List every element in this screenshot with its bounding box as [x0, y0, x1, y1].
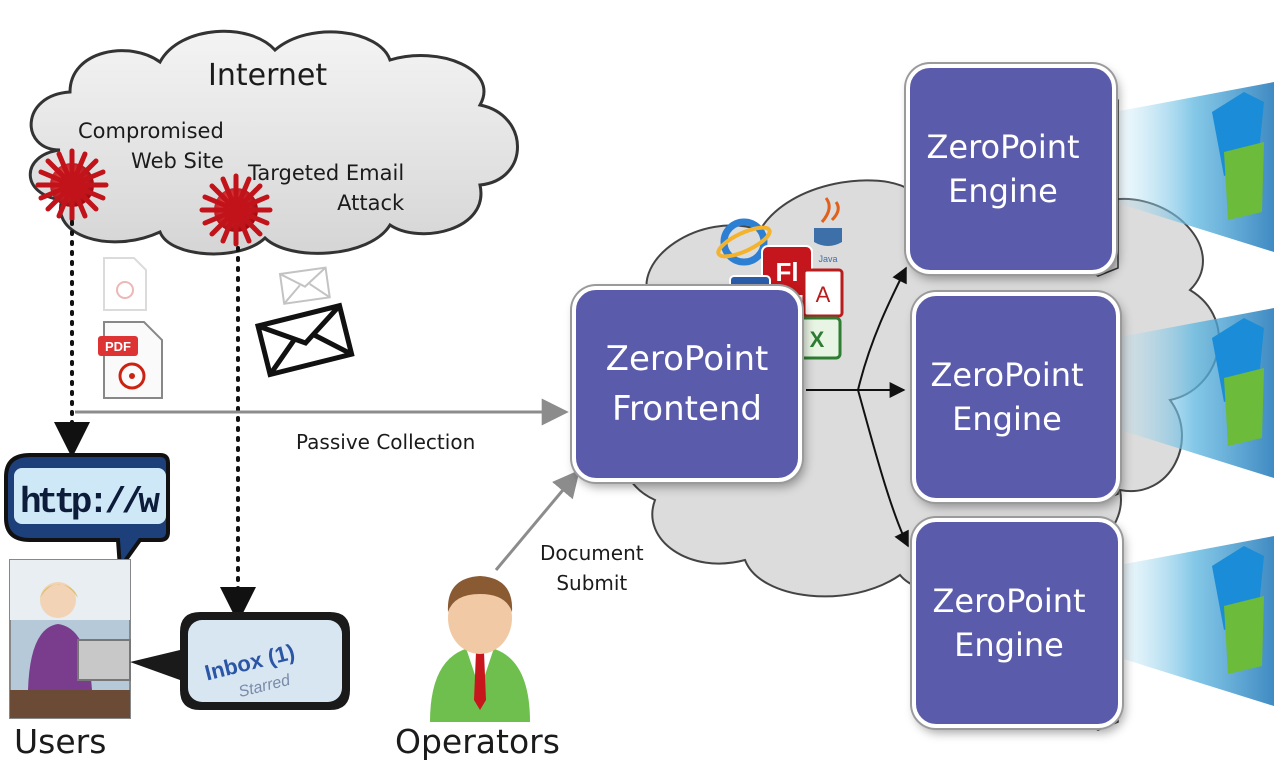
zeropoint-engine-box-3: ZeroPoint Engine — [912, 518, 1122, 728]
engine-3-line1: ZeroPoint — [932, 582, 1086, 620]
engine-fanout-arrows — [806, 266, 909, 548]
users-label: Users — [14, 722, 107, 761]
passive-collection-label: Passive Collection — [296, 430, 476, 454]
document-submit-arrow — [494, 469, 580, 571]
engine-2-line1: ZeroPoint — [930, 356, 1084, 394]
zeropoint-engine-box-2: ZeroPoint Engine — [912, 292, 1120, 502]
document-line1: Document — [540, 541, 644, 565]
engine-server-2 — [1083, 308, 1274, 503]
inbox-speech-bubble: Inbox (1) Starred — [130, 612, 350, 710]
acrobat-tile-text: A — [816, 282, 831, 307]
java-icon: Java — [814, 197, 842, 264]
targeted-line2: Attack — [337, 191, 405, 215]
envelope-icon — [254, 302, 355, 378]
targeted-line1: Targeted Email — [248, 161, 405, 185]
excel-icon: X — [792, 316, 842, 360]
engine-3-line2: Engine — [954, 626, 1064, 664]
engine-2-line2: Engine — [952, 400, 1062, 438]
internet-label: Internet — [208, 58, 328, 93]
url-bubble-text: http://w — [20, 482, 160, 523]
virus-icon-targeted-email — [199, 173, 273, 247]
flash-tile-text: Fl — [775, 257, 798, 287]
acrobat-icon: A — [802, 268, 844, 318]
document-icon-faded — [103, 257, 147, 311]
compromised-line2: Web Site — [131, 149, 224, 173]
operators-label: Operators — [395, 722, 560, 761]
frontend-line1: ZeroPoint — [605, 339, 769, 379]
user-photo — [9, 559, 131, 719]
engine-1-line2: Engine — [948, 172, 1058, 210]
frontend-line2: Frontend — [611, 389, 763, 429]
document-submit-label: Document Submit — [540, 538, 644, 598]
pdf-tag-text: PDF — [105, 339, 131, 354]
virus-icon-compromised-site — [35, 148, 109, 222]
url-speech-bubble: http://w — [3, 453, 170, 574]
internet-cloud — [28, 29, 519, 256]
engine-1-line1: ZeroPoint — [926, 128, 1080, 166]
pdf-biohazard-icon: PDF — [98, 321, 163, 399]
internet-explorer-icon — [716, 218, 772, 266]
compromised-line1: Compromised — [78, 119, 224, 143]
zeropoint-frontend-box: ZeroPoint Frontend — [572, 286, 802, 482]
envelope-icon-faded — [278, 266, 331, 305]
document-line2: Submit — [556, 571, 628, 595]
java-tile-text: Java — [818, 254, 837, 264]
compromised-web-site-label: Compromised Web Site — [78, 116, 224, 176]
zeropoint-engine-box-1: ZeroPoint Engine — [906, 64, 1116, 274]
excel-tile-text: X — [810, 327, 825, 352]
operator-avatar — [430, 576, 530, 722]
targeted-email-attack-label: Targeted Email Attack — [248, 158, 404, 218]
